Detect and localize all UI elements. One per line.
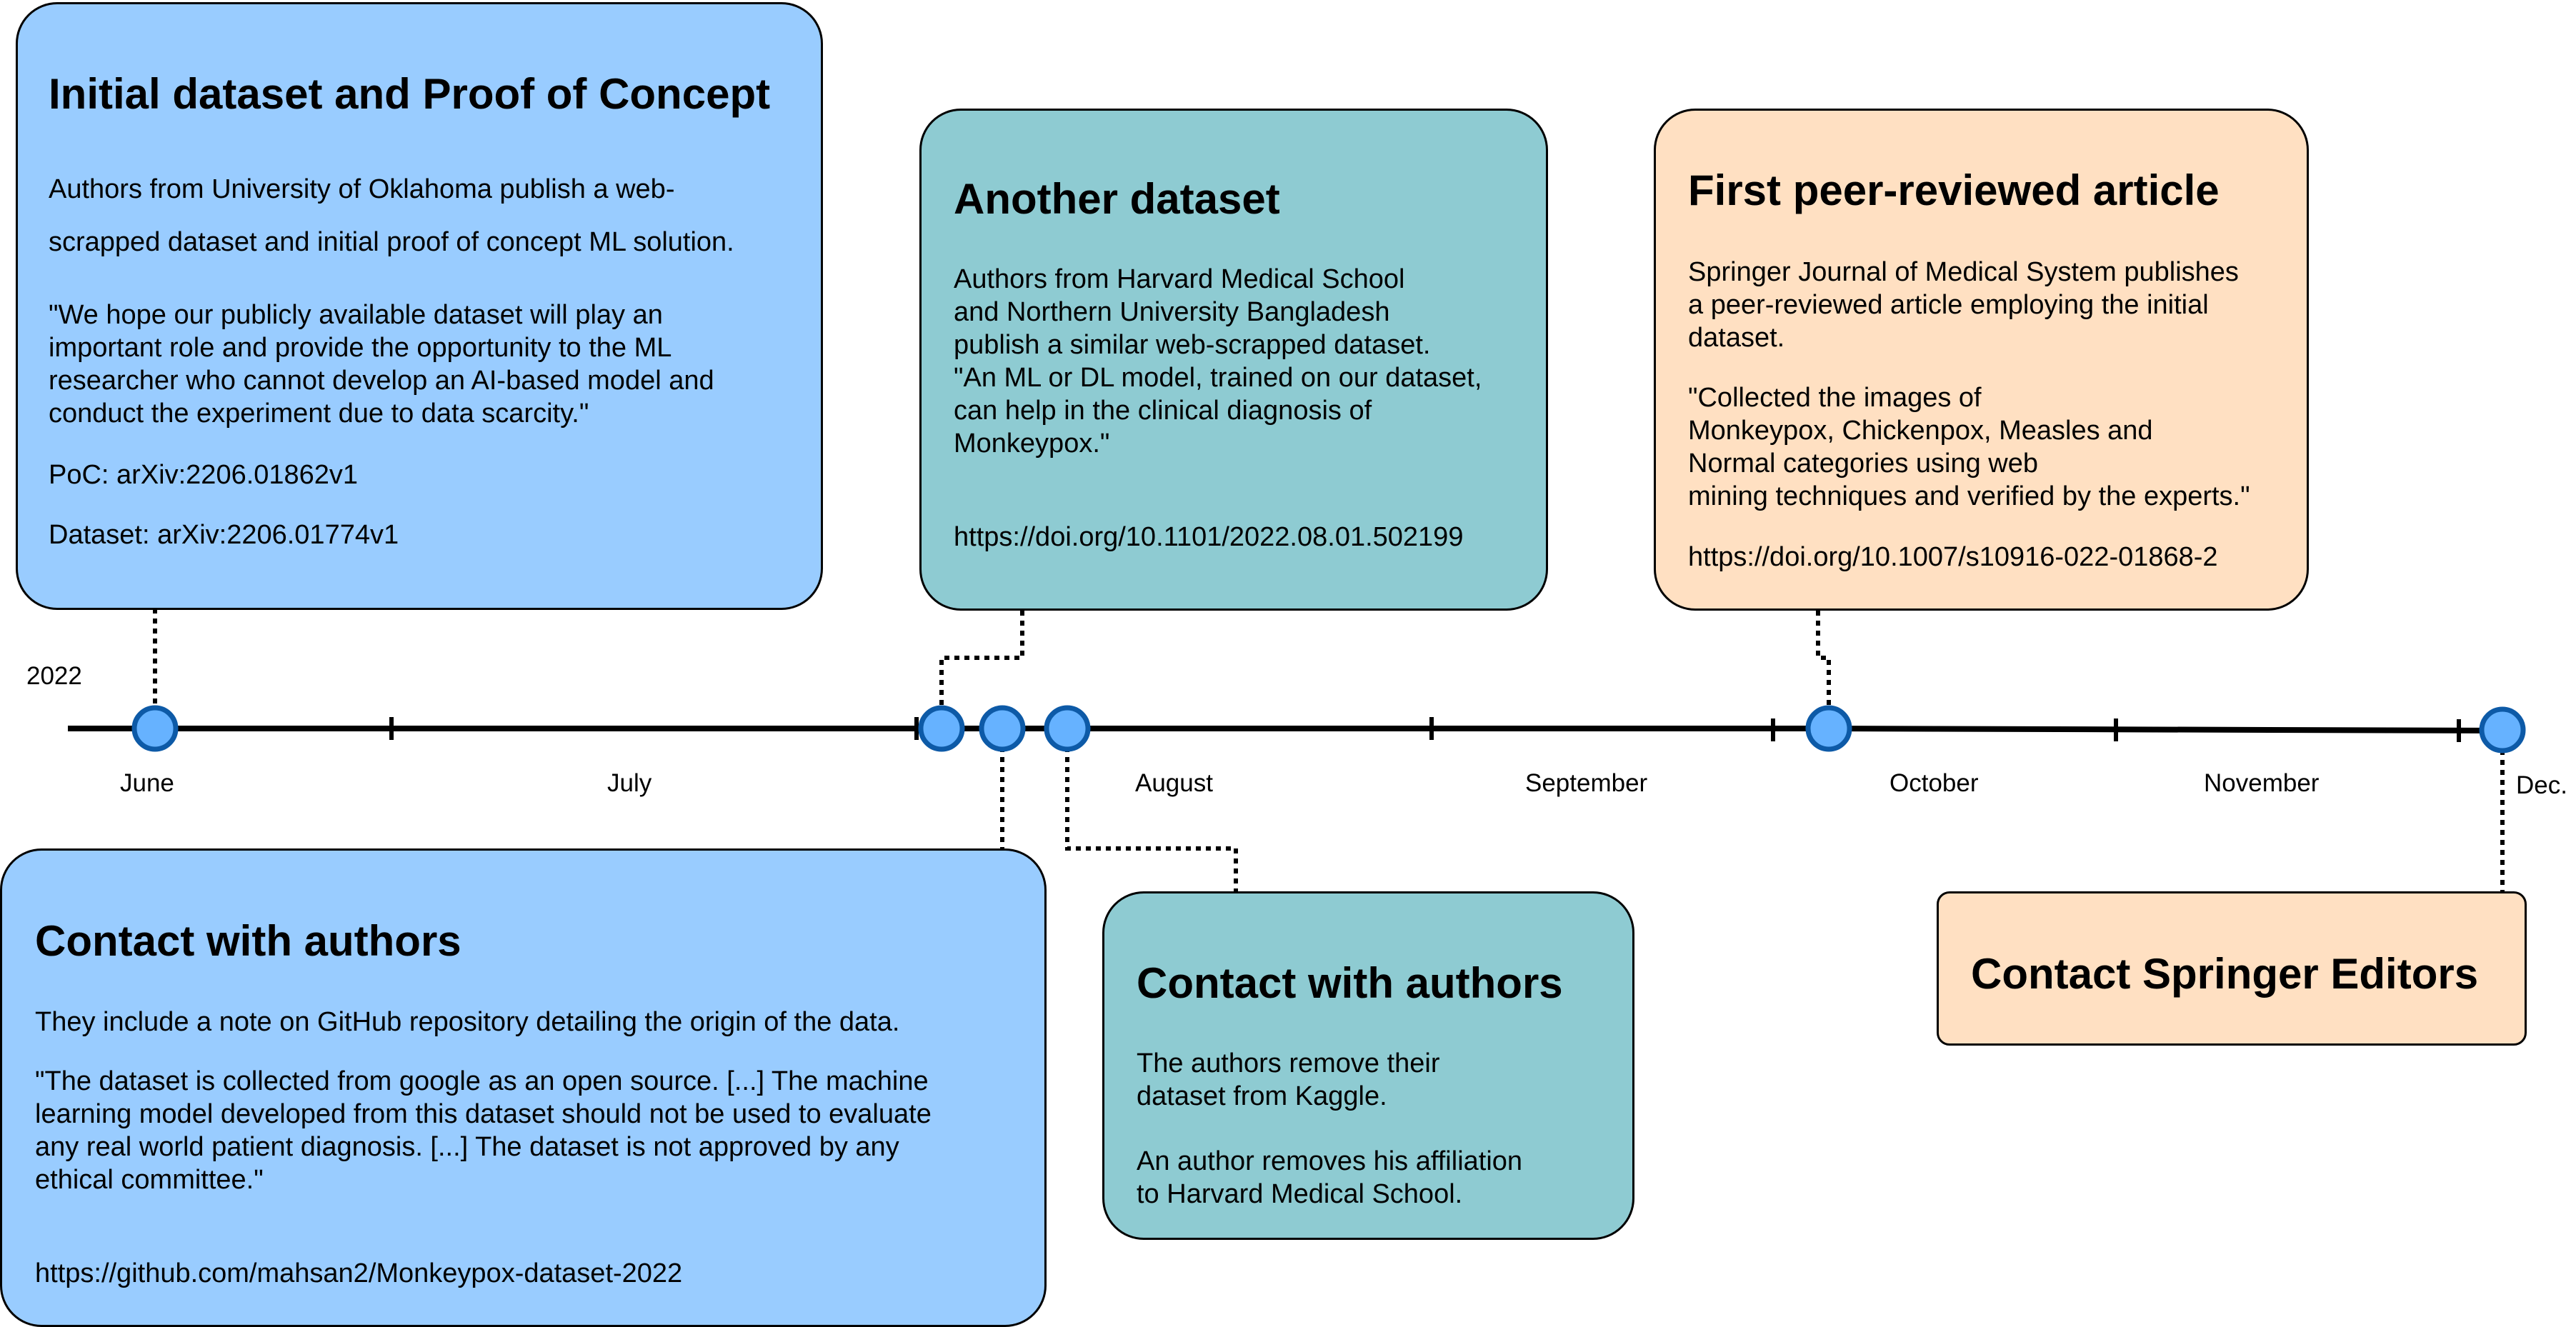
month-label-november: November — [2204, 769, 2320, 797]
year-label: 2022 — [26, 662, 82, 690]
card-doi: https://doi.org/10.1101/2022.08.01.50219… — [954, 522, 1464, 552]
connector-contact2 — [1065, 747, 1238, 891]
card-quote: "The dataset is collected from google as… — [35, 1066, 932, 1195]
card-text: An author removes his affiliation to Har… — [1137, 1146, 1523, 1209]
card-another-dataset: Another dataset Authors from Harvard Med… — [919, 109, 1548, 611]
card-quote: "Collected the images of Monkeypox, Chic… — [1688, 383, 2250, 511]
month-label-september: September — [1525, 769, 1648, 797]
card-text: The authors remove their dataset from Ka… — [1137, 1048, 1440, 1111]
card-text: They include a note on GitHub repository… — [35, 1007, 900, 1037]
connector-another — [939, 611, 1024, 709]
card-title: Another dataset — [954, 175, 1280, 223]
card-title: Contact with authors — [35, 917, 461, 965]
marker-another-dataset — [918, 705, 965, 752]
marker-june — [131, 705, 179, 752]
connector-peer — [1816, 611, 1831, 709]
month-label-august: August — [1135, 769, 1213, 797]
card-dataset-reference: Dataset: arXiv:2206.01774v1 — [49, 520, 399, 550]
card-quote: "We hope our publicly available dataset … — [49, 300, 714, 429]
card-contact-authors-kaggle: Contact with authors The authors remove … — [1102, 891, 1634, 1240]
card-title: Contact with authors — [1137, 959, 1563, 1007]
marker-peer-reviewed — [1805, 705, 1852, 752]
marker-springer — [2479, 706, 2526, 753]
card-poc-reference: PoC: arXiv:2206.01862v1 — [49, 460, 359, 490]
card-github-link: https://github.com/mahsan2/Monkeypox-dat… — [35, 1258, 683, 1288]
card-text: scrapped dataset and initial proof of co… — [49, 227, 734, 257]
card-initial-dataset: Initial dataset and Proof of Concept Aut… — [16, 2, 823, 610]
month-label-october: October — [1889, 769, 1979, 797]
card-doi: https://doi.org/10.1007/s10916-022-01868… — [1688, 542, 2218, 572]
card-contact-authors-github: Contact with authors They include a note… — [0, 848, 1047, 1327]
card-text: Authors from University of Oklahoma publ… — [49, 174, 675, 204]
month-label-june: June — [120, 769, 174, 797]
card-title: Initial dataset and Proof of Concept — [49, 70, 771, 118]
month-label-july: July — [607, 769, 652, 797]
month-label-december: Dec. — [2516, 771, 2567, 799]
marker-contact-authors-2 — [1044, 705, 1091, 752]
card-title: First peer-reviewed article — [1688, 166, 2220, 214]
card-contact-springer-editors: Contact Springer Editors — [1937, 891, 2527, 1046]
card-text: Authors from Harvard Medical School and … — [954, 264, 1482, 459]
marker-contact-authors-1 — [979, 705, 1026, 752]
card-text: Springer Journal of Medical System publi… — [1688, 257, 2239, 353]
card-peer-reviewed-article: First peer-reviewed article Springer Jou… — [1654, 109, 2309, 611]
timeline-axis — [68, 726, 2502, 733]
card-title: Contact Springer Editors — [1971, 950, 2479, 998]
